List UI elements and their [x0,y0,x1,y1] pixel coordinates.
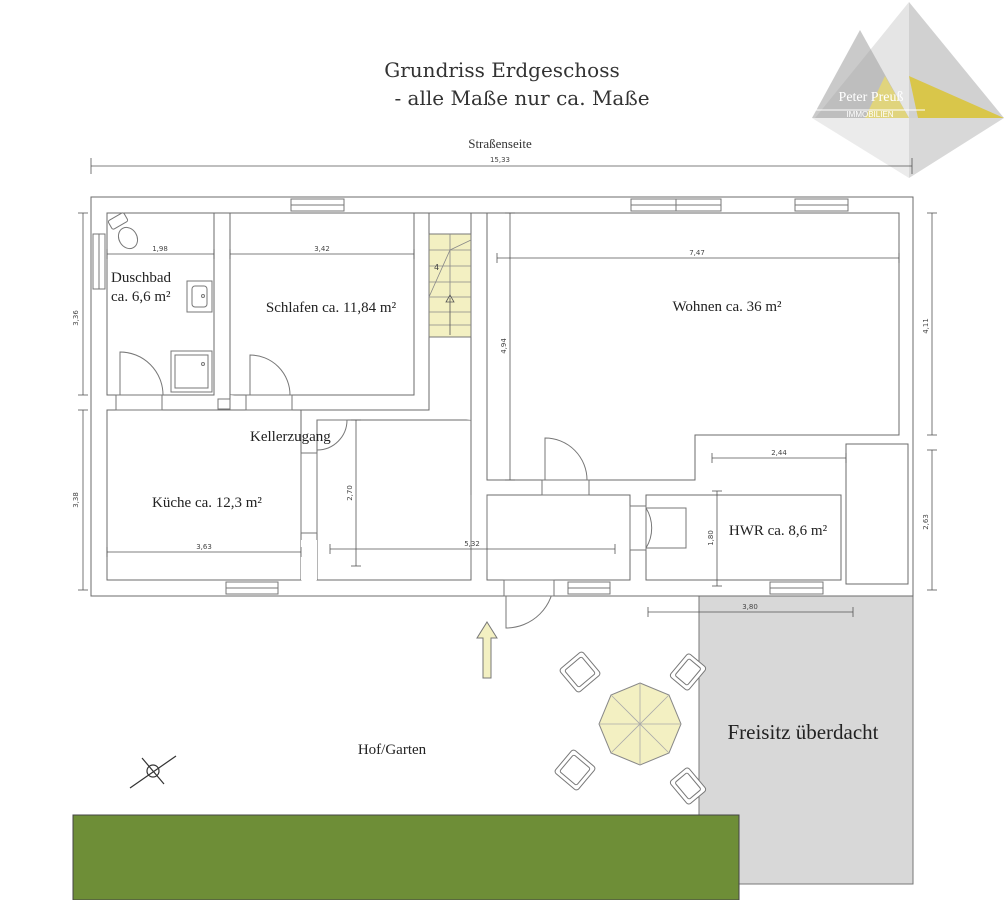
shower-tray-icon [170,350,213,393]
room-hwr: HWR ca. 8,6 m² [729,523,828,539]
toilet-icon [107,212,139,250]
company-logo: Peter Preuß IMMOBILIEN [812,2,1004,178]
room-kellerzugang: Kellerzugang [250,429,331,445]
street-label: Straßenseite [468,136,532,151]
compass-icon [129,755,177,789]
logo-name: Peter Preuß [839,90,904,105]
dim-left-lower: 3,38 [72,492,80,508]
dim-schlafen: 3,42 [314,245,330,253]
patio-chairs [554,651,707,805]
patio-umbrella-icon [598,682,682,766]
dim-flur-width: 5,32 [464,540,480,548]
total-width-text: 15,33 [490,156,510,164]
dim-freisitz: 3,80 [742,603,758,611]
room-kueche: Küche ca. 12,3 m² [152,495,262,511]
dimension-lines [78,212,937,617]
dim-right-upper: 4,11 [922,318,930,334]
sink-icon [186,280,213,313]
room-duschbad-area: ca. 6,6 m² [111,289,171,305]
chair-icon [669,653,707,691]
entrance-arrow-icon [476,621,498,679]
dim-flur-height: 2,70 [346,485,354,501]
dim-right-lower: 2,63 [922,514,930,530]
area-hof-garten: Hof/Garten [358,742,427,758]
room-wohnen: Wohnen ca. 36 m² [672,299,782,315]
room-schlafen: Schlafen ca. 11,84 m² [266,300,397,316]
dim-left-upper: 3,36 [72,310,80,326]
stair-number: 4 [434,263,439,272]
logo-subtitle: IMMOBILIEN [846,110,893,119]
area-freisitz: Freisitz überdacht [727,720,878,744]
staircase: 4 [428,233,472,338]
plan-subtitle: - alle Maße nur ca. Maße [394,86,650,110]
room-duschbad-name: Duschbad [111,270,171,286]
plan-title: Grundriss Erdgeschoss [384,58,620,82]
doors [115,351,687,629]
dim-duschbad: 1,98 [152,245,168,253]
windows [92,198,849,595]
chair-icon [554,749,596,791]
dim-kueche: 3,63 [196,543,212,551]
dim-wohnen-width: 7,47 [689,249,705,257]
lawn [72,814,740,900]
chair-icon [669,767,707,805]
chair-icon [559,651,601,693]
dim-wohnen-height: 4,94 [500,338,508,354]
total-width-dimension: 15,33 [90,156,913,174]
dim-hwr-height: 1,80 [707,530,715,546]
dim-hwr-width: 2,44 [771,449,787,457]
